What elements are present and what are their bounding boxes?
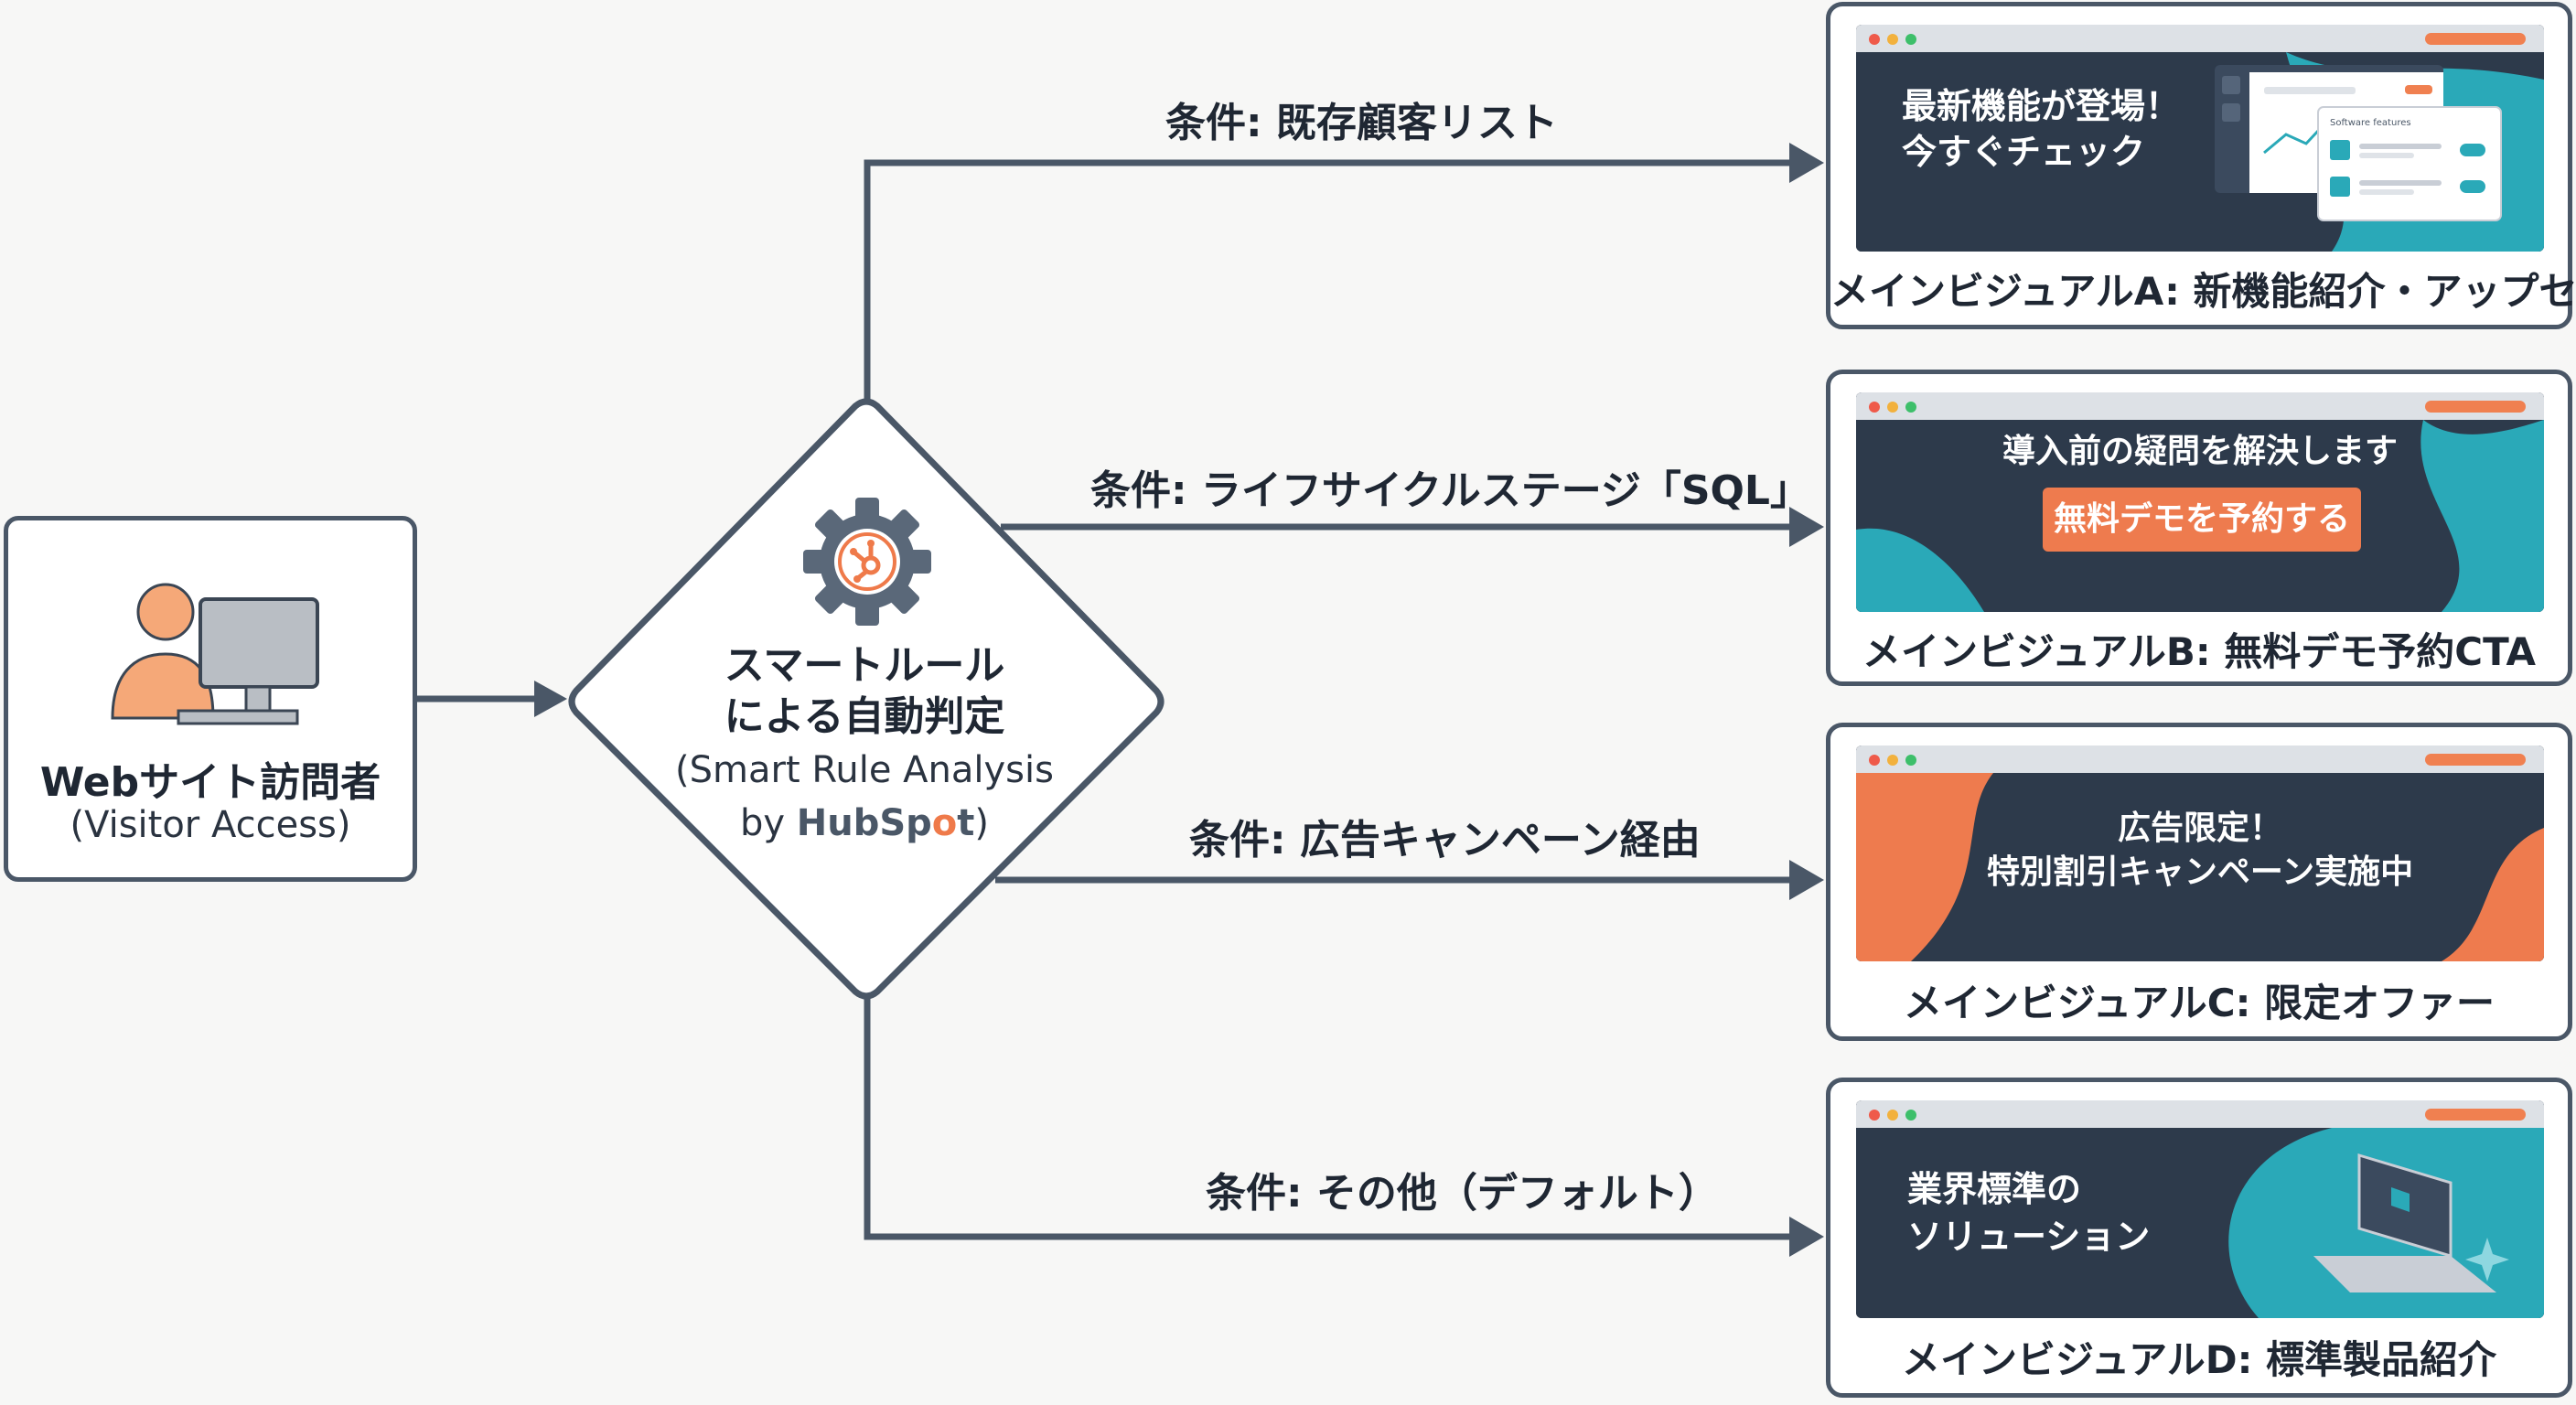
card-c-caption: メインビジュアルC: 限定オファー: [1903, 981, 2496, 1025]
window-close-dot: [1869, 34, 1880, 45]
card-d-caption: メインビジュアルD: 標準製品紹介: [1901, 1337, 2497, 1382]
decision-by-text: by: [739, 802, 797, 844]
banner-preview-a: Software features 最新機能が登場！ 今すぐチェック: [1856, 25, 2544, 252]
card-b-caption: メインビジュアルB: 無料デモ予約CTA: [1862, 629, 2536, 674]
book-demo-button[interactable]: 無料デモを予約する: [2043, 488, 2361, 552]
hubspot-sprocket-icon: o: [931, 802, 958, 844]
banner-b-headline: 導入前の疑問を解決します: [2002, 433, 2398, 470]
visitor-node: Webサイト訪問者 (Visitor Access): [4, 516, 417, 882]
card-a-caption: メインビジュアルA: 新機能紹介・アップセル: [1830, 269, 2576, 314]
browser-toolbar: [1856, 392, 2544, 420]
window-minimize-dot: [1887, 1110, 1898, 1121]
banner-c-line2: 特別割引キャンペーン実施中: [1986, 853, 2414, 891]
arrow-to-card-a: [864, 159, 1793, 404]
hubspot-logo-text: HubSpot: [797, 802, 975, 844]
window-close-dot: [1869, 402, 1880, 413]
browser-toolbar: [1856, 1100, 2544, 1128]
user-at-computer-icon: [111, 583, 319, 725]
banner-d-line2: ソリューション: [1907, 1217, 2151, 1257]
decision-title-line1: スマートルール: [724, 642, 1005, 689]
window-zoom-dot: [1905, 34, 1916, 45]
banner-preview-c: 広告限定！ 特別割引キャンペーン実施中: [1856, 745, 2544, 961]
visual-card-c: 広告限定！ 特別割引キャンペーン実施中 メインビジュアルC: 限定オファー: [1826, 723, 2572, 1041]
banner-c-background: [1856, 745, 2544, 961]
gear-hubspot-icon: [803, 498, 931, 626]
arrow-right-icon: [1789, 1217, 1824, 1257]
condition-label-a: 条件: 既存顧客リスト: [1165, 100, 1558, 146]
banner-d-line1: 業界標準の: [1907, 1169, 2082, 1209]
browser-toolbar: [1856, 745, 2544, 773]
banner-preview-d: 業界標準の ソリューション: [1856, 1100, 2544, 1318]
url-bar: [2425, 754, 2526, 766]
window-minimize-dot: [1887, 402, 1898, 413]
visual-card-b: 導入前の疑問を解決します 無料デモを予約する メインビジュアルB: 無料デモ予約…: [1826, 370, 2572, 686]
url-bar: [2425, 1109, 2526, 1121]
banner-a-background: Software features: [1856, 25, 2544, 252]
window-zoom-dot: [1905, 402, 1916, 413]
arrow-right-icon: [534, 681, 567, 717]
window-close-dot: [1869, 1110, 1880, 1121]
browser-toolbar: [1856, 25, 2544, 52]
arrow-right-icon: [1789, 860, 1824, 900]
decision-title-line2: による自動判定: [724, 693, 1005, 740]
hubspot-brand-b: t: [957, 802, 975, 844]
window-minimize-dot: [1887, 34, 1898, 45]
visitor-subtitle: (Visitor Access): [70, 804, 351, 846]
laptop-icon: [2313, 1153, 2496, 1292]
visitor-title: Webサイト訪問者: [39, 759, 381, 806]
decision-diamond: [568, 398, 1165, 1000]
window-zoom-dot: [1905, 755, 1916, 766]
arrow-right-icon: [1789, 507, 1824, 547]
decision-close-paren: ): [974, 802, 990, 844]
visual-card-d: 業界標準の ソリューション メインビジュアルD: 標準製品紹介: [1826, 1078, 2572, 1398]
visual-card-a: Software features 最新機能が登場！ 今すぐチェック メインビジ…: [1826, 2, 2576, 329]
arrow-to-card-d: [864, 995, 1793, 1240]
url-bar: [2425, 401, 2526, 413]
window-zoom-dot: [1905, 1110, 1916, 1121]
banner-a-line2: 今すぐチェック: [1902, 132, 2146, 172]
decision-subtitle-line1: (Smart Rule Analysis: [675, 749, 1054, 791]
url-bar: [2425, 33, 2526, 45]
banner-d-background: [1856, 1100, 2544, 1318]
window-close-dot: [1869, 755, 1880, 766]
banner-c-line1: 広告限定！: [2117, 810, 2282, 847]
window-minimize-dot: [1887, 755, 1898, 766]
condition-label-b: 条件: ライフサイクルステージ「SQL」: [1090, 467, 1810, 514]
arrow-right-icon: [1789, 143, 1824, 183]
decision-subtitle-line2: by HubSpot): [640, 798, 1089, 849]
condition-label-c: 条件: 広告キャンペーン経由: [1189, 817, 1701, 863]
condition-label-d: 条件: その他（デフォルト）: [1206, 1170, 1719, 1217]
banner-a-line1: 最新機能が登場！: [1902, 86, 2181, 126]
banner-preview-b: 導入前の疑問を解決します 無料デモを予約する: [1856, 392, 2544, 612]
software-features-label: Software features: [2330, 118, 2411, 128]
hubspot-brand-a: HubSp: [796, 802, 932, 844]
